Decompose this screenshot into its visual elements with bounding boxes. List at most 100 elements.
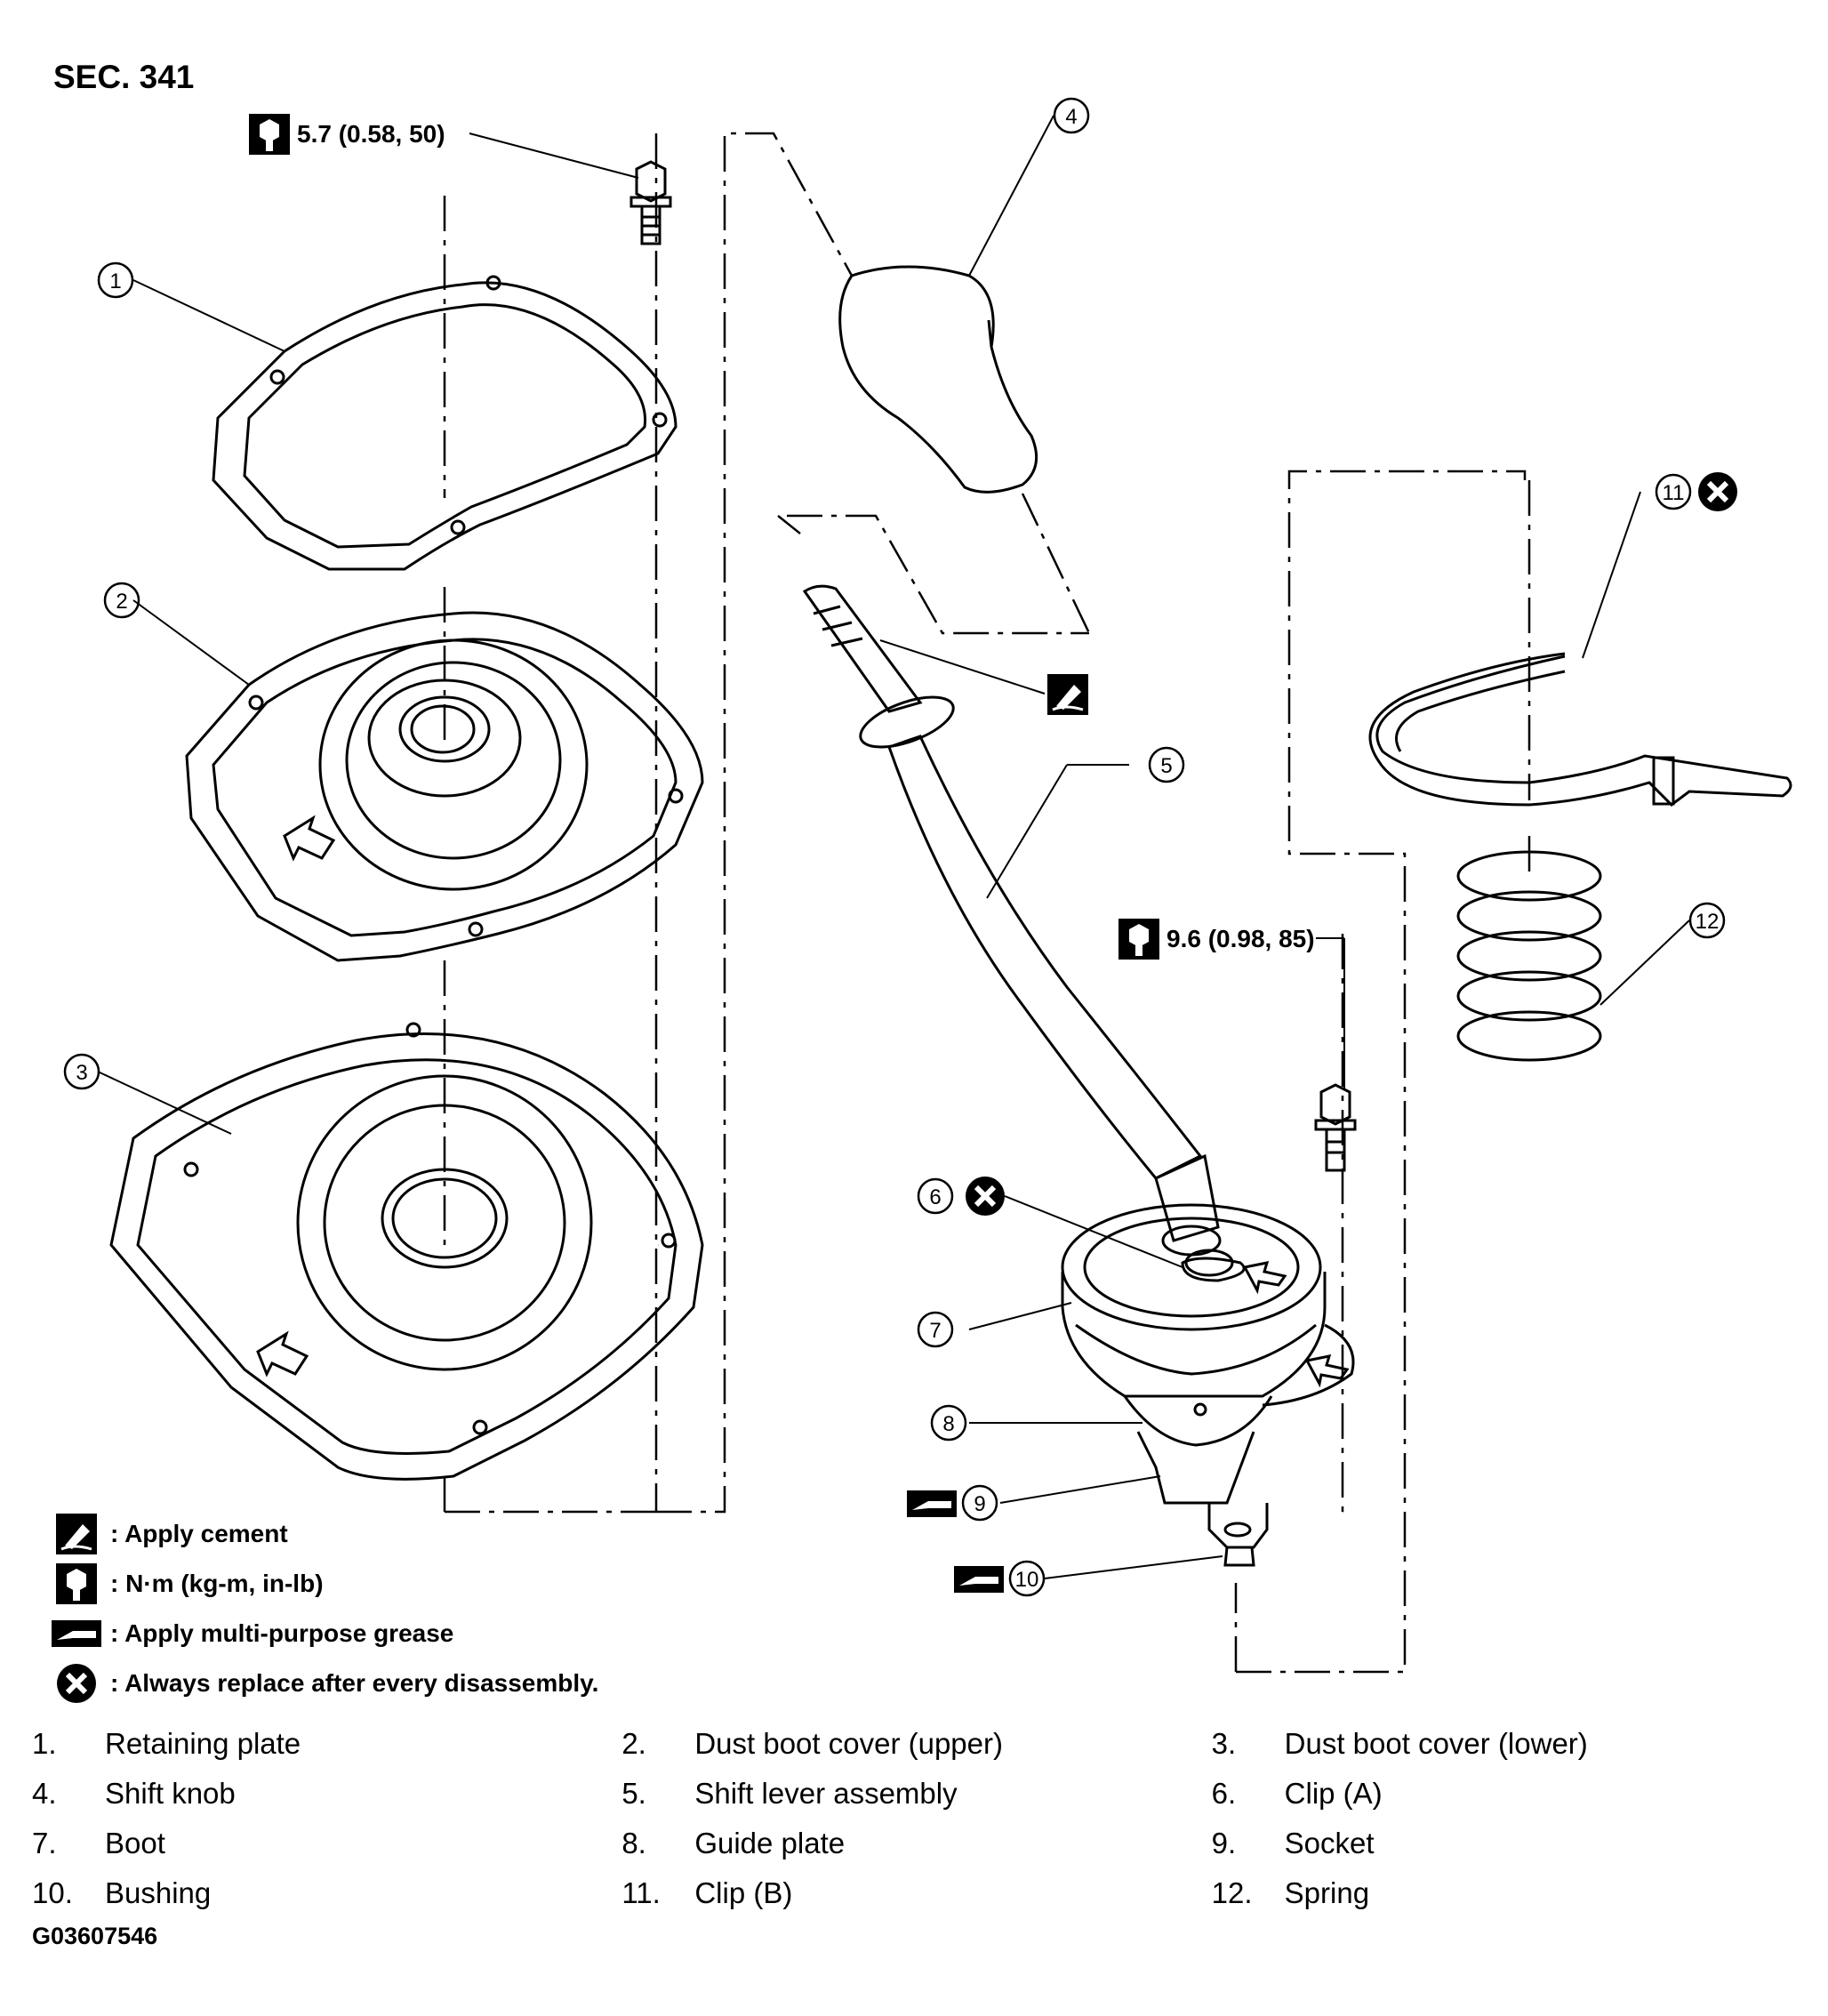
part-number: 6. bbox=[1211, 1777, 1237, 1810]
bolt-upper bbox=[629, 160, 672, 245]
callout-8 bbox=[930, 1404, 967, 1442]
part-number: 5. bbox=[621, 1777, 646, 1810]
callout-number: 8 bbox=[942, 1412, 954, 1436]
part-item: 3. Dust boot cover (lower) bbox=[1212, 1727, 1801, 1761]
callout-2 bbox=[103, 582, 140, 619]
shift-lever-assembly bbox=[802, 584, 1234, 1277]
replace-icon bbox=[50, 1664, 103, 1703]
callout-circles bbox=[63, 97, 1726, 1597]
part-name: Shift lever assembly bbox=[694, 1777, 958, 1810]
grease-icon bbox=[954, 1566, 1004, 1593]
part-item: 7. Boot bbox=[32, 1827, 621, 1860]
torque-spec-upper: 5.7 (0.58, 50) bbox=[249, 114, 445, 155]
part-number: 2. bbox=[621, 1727, 646, 1760]
part-item: 5. Shift lever assembly bbox=[621, 1777, 1211, 1811]
replace-icon bbox=[966, 1177, 1005, 1216]
cement-icon bbox=[1047, 674, 1088, 715]
callout-number: 12 bbox=[1696, 910, 1720, 934]
callout-10 bbox=[1008, 1560, 1046, 1597]
callout-7 bbox=[917, 1311, 954, 1348]
part-name: Clip (B) bbox=[694, 1876, 793, 1909]
torque-value: 9.6 (0.98, 85) bbox=[1167, 925, 1315, 952]
part-item: 12. Spring bbox=[1212, 1876, 1801, 1910]
part-item: 8. Guide plate bbox=[621, 1827, 1211, 1860]
callout-number: 9 bbox=[974, 1492, 985, 1516]
callout-5 bbox=[1148, 746, 1185, 783]
part-item: 11. Clip (B) bbox=[621, 1876, 1211, 1910]
replace-icon bbox=[1698, 472, 1737, 511]
callout-6 bbox=[917, 1177, 954, 1215]
part-number: 1. bbox=[32, 1727, 57, 1760]
part-item: 6. Clip (A) bbox=[1212, 1777, 1801, 1811]
part-name: Socket bbox=[1284, 1827, 1375, 1859]
retaining-plate bbox=[212, 275, 677, 571]
parts-row: 7. Boot 8. Guide plate 9. Socket bbox=[32, 1819, 1801, 1868]
parts-row: 4. Shift knob 5. Shift lever assembly 6. Cl… bbox=[32, 1769, 1801, 1819]
part-item: 9. Socket bbox=[1212, 1827, 1801, 1860]
dust-boot-cover-upper bbox=[185, 611, 704, 962]
callout-3 bbox=[63, 1053, 100, 1090]
legend-text: : Apply multi-purpose grease bbox=[110, 1619, 454, 1647]
callout-1 bbox=[97, 261, 134, 299]
part-number: 9. bbox=[1211, 1827, 1237, 1859]
figure-code: G03607546 bbox=[32, 1923, 158, 1949]
parts-row: 10. Bushing 11. Clip (B) 12. Spring bbox=[32, 1868, 1801, 1918]
torque-value: 5.7 (0.58, 50) bbox=[297, 120, 445, 148]
part-number: 11. bbox=[621, 1876, 661, 1909]
part-item: 2. Dust boot cover (upper) bbox=[621, 1727, 1211, 1761]
legend-text: : N·m (kg-m, in-lb) bbox=[110, 1570, 324, 1597]
callout-number: 4 bbox=[1065, 105, 1077, 129]
part-name: Clip (A) bbox=[1284, 1777, 1383, 1810]
grease-icon bbox=[907, 1490, 957, 1517]
part-name: Retaining plate bbox=[105, 1727, 301, 1760]
leader-lines bbox=[97, 115, 1690, 1579]
part-name: Shift knob bbox=[105, 1777, 236, 1810]
callout-numbers: 1 2 3 4 5 6 7 8 9 10 11 12 bbox=[76, 105, 1719, 1592]
callout-11 bbox=[1655, 473, 1692, 510]
torque-wrench-icon bbox=[50, 1563, 103, 1604]
callout-number: 7 bbox=[929, 1319, 941, 1343]
part-name: Spring bbox=[1284, 1876, 1370, 1909]
legend-text: : Apply cement bbox=[110, 1520, 288, 1547]
callout-number: 5 bbox=[1160, 754, 1172, 778]
part-number: 4. bbox=[32, 1777, 57, 1810]
parts-list: 1. Retaining plate 2. Dust boot cover (upp… bbox=[32, 1719, 1801, 1918]
section-title: SEC. 341 bbox=[53, 59, 195, 95]
callout-number: 2 bbox=[116, 590, 127, 614]
dust-boot-cover-lower bbox=[109, 1022, 704, 1481]
callout-number: 10 bbox=[1015, 1568, 1039, 1592]
part-number: 7. bbox=[32, 1827, 57, 1859]
part-number: 8. bbox=[621, 1827, 646, 1859]
part-number: 3. bbox=[1211, 1727, 1237, 1760]
clip-a bbox=[1181, 1257, 1246, 1282]
bolt-lower bbox=[1314, 1083, 1357, 1172]
torque-wrench-icon bbox=[1118, 919, 1159, 960]
part-number: 10. bbox=[32, 1876, 73, 1909]
part-item: 1. Retaining plate bbox=[32, 1727, 621, 1761]
part-name: Dust boot cover (upper) bbox=[694, 1727, 1003, 1760]
part-name: Dust boot cover (lower) bbox=[1284, 1727, 1588, 1760]
part-number: 12. bbox=[1211, 1876, 1253, 1909]
callout-12 bbox=[1688, 902, 1726, 939]
parts-row: 1. Retaining plate 2. Dust boot cover (upp… bbox=[32, 1719, 1801, 1769]
callout-number: 6 bbox=[929, 1185, 941, 1209]
shift-knob bbox=[838, 265, 1038, 494]
assembly-guide-lines bbox=[443, 132, 1527, 1674]
symbol-legend: : Apply cement : N·m (kg-m, in-lb) : App… bbox=[50, 1509, 598, 1708]
legend-item: : Apply multi-purpose grease bbox=[50, 1609, 598, 1659]
torque-wrench-icon bbox=[249, 114, 290, 155]
part-name: Bushing bbox=[105, 1876, 212, 1909]
part-item: 4. Shift knob bbox=[32, 1777, 621, 1811]
part-item: 10. Bushing bbox=[32, 1876, 621, 1910]
part-name: Guide plate bbox=[694, 1827, 846, 1859]
spring bbox=[1456, 850, 1602, 1062]
legend-item: : N·m (kg-m, in-lb) bbox=[50, 1559, 598, 1609]
torque-spec-lower: 9.6 (0.98, 85) bbox=[1118, 919, 1315, 960]
part-name: Boot bbox=[105, 1827, 165, 1859]
callout-9 bbox=[961, 1484, 998, 1522]
clip-b bbox=[1368, 652, 1792, 807]
legend-text: : Always replace after every disassembly… bbox=[110, 1669, 599, 1697]
cement-icon bbox=[50, 1514, 103, 1554]
callout-4 bbox=[1053, 97, 1090, 134]
